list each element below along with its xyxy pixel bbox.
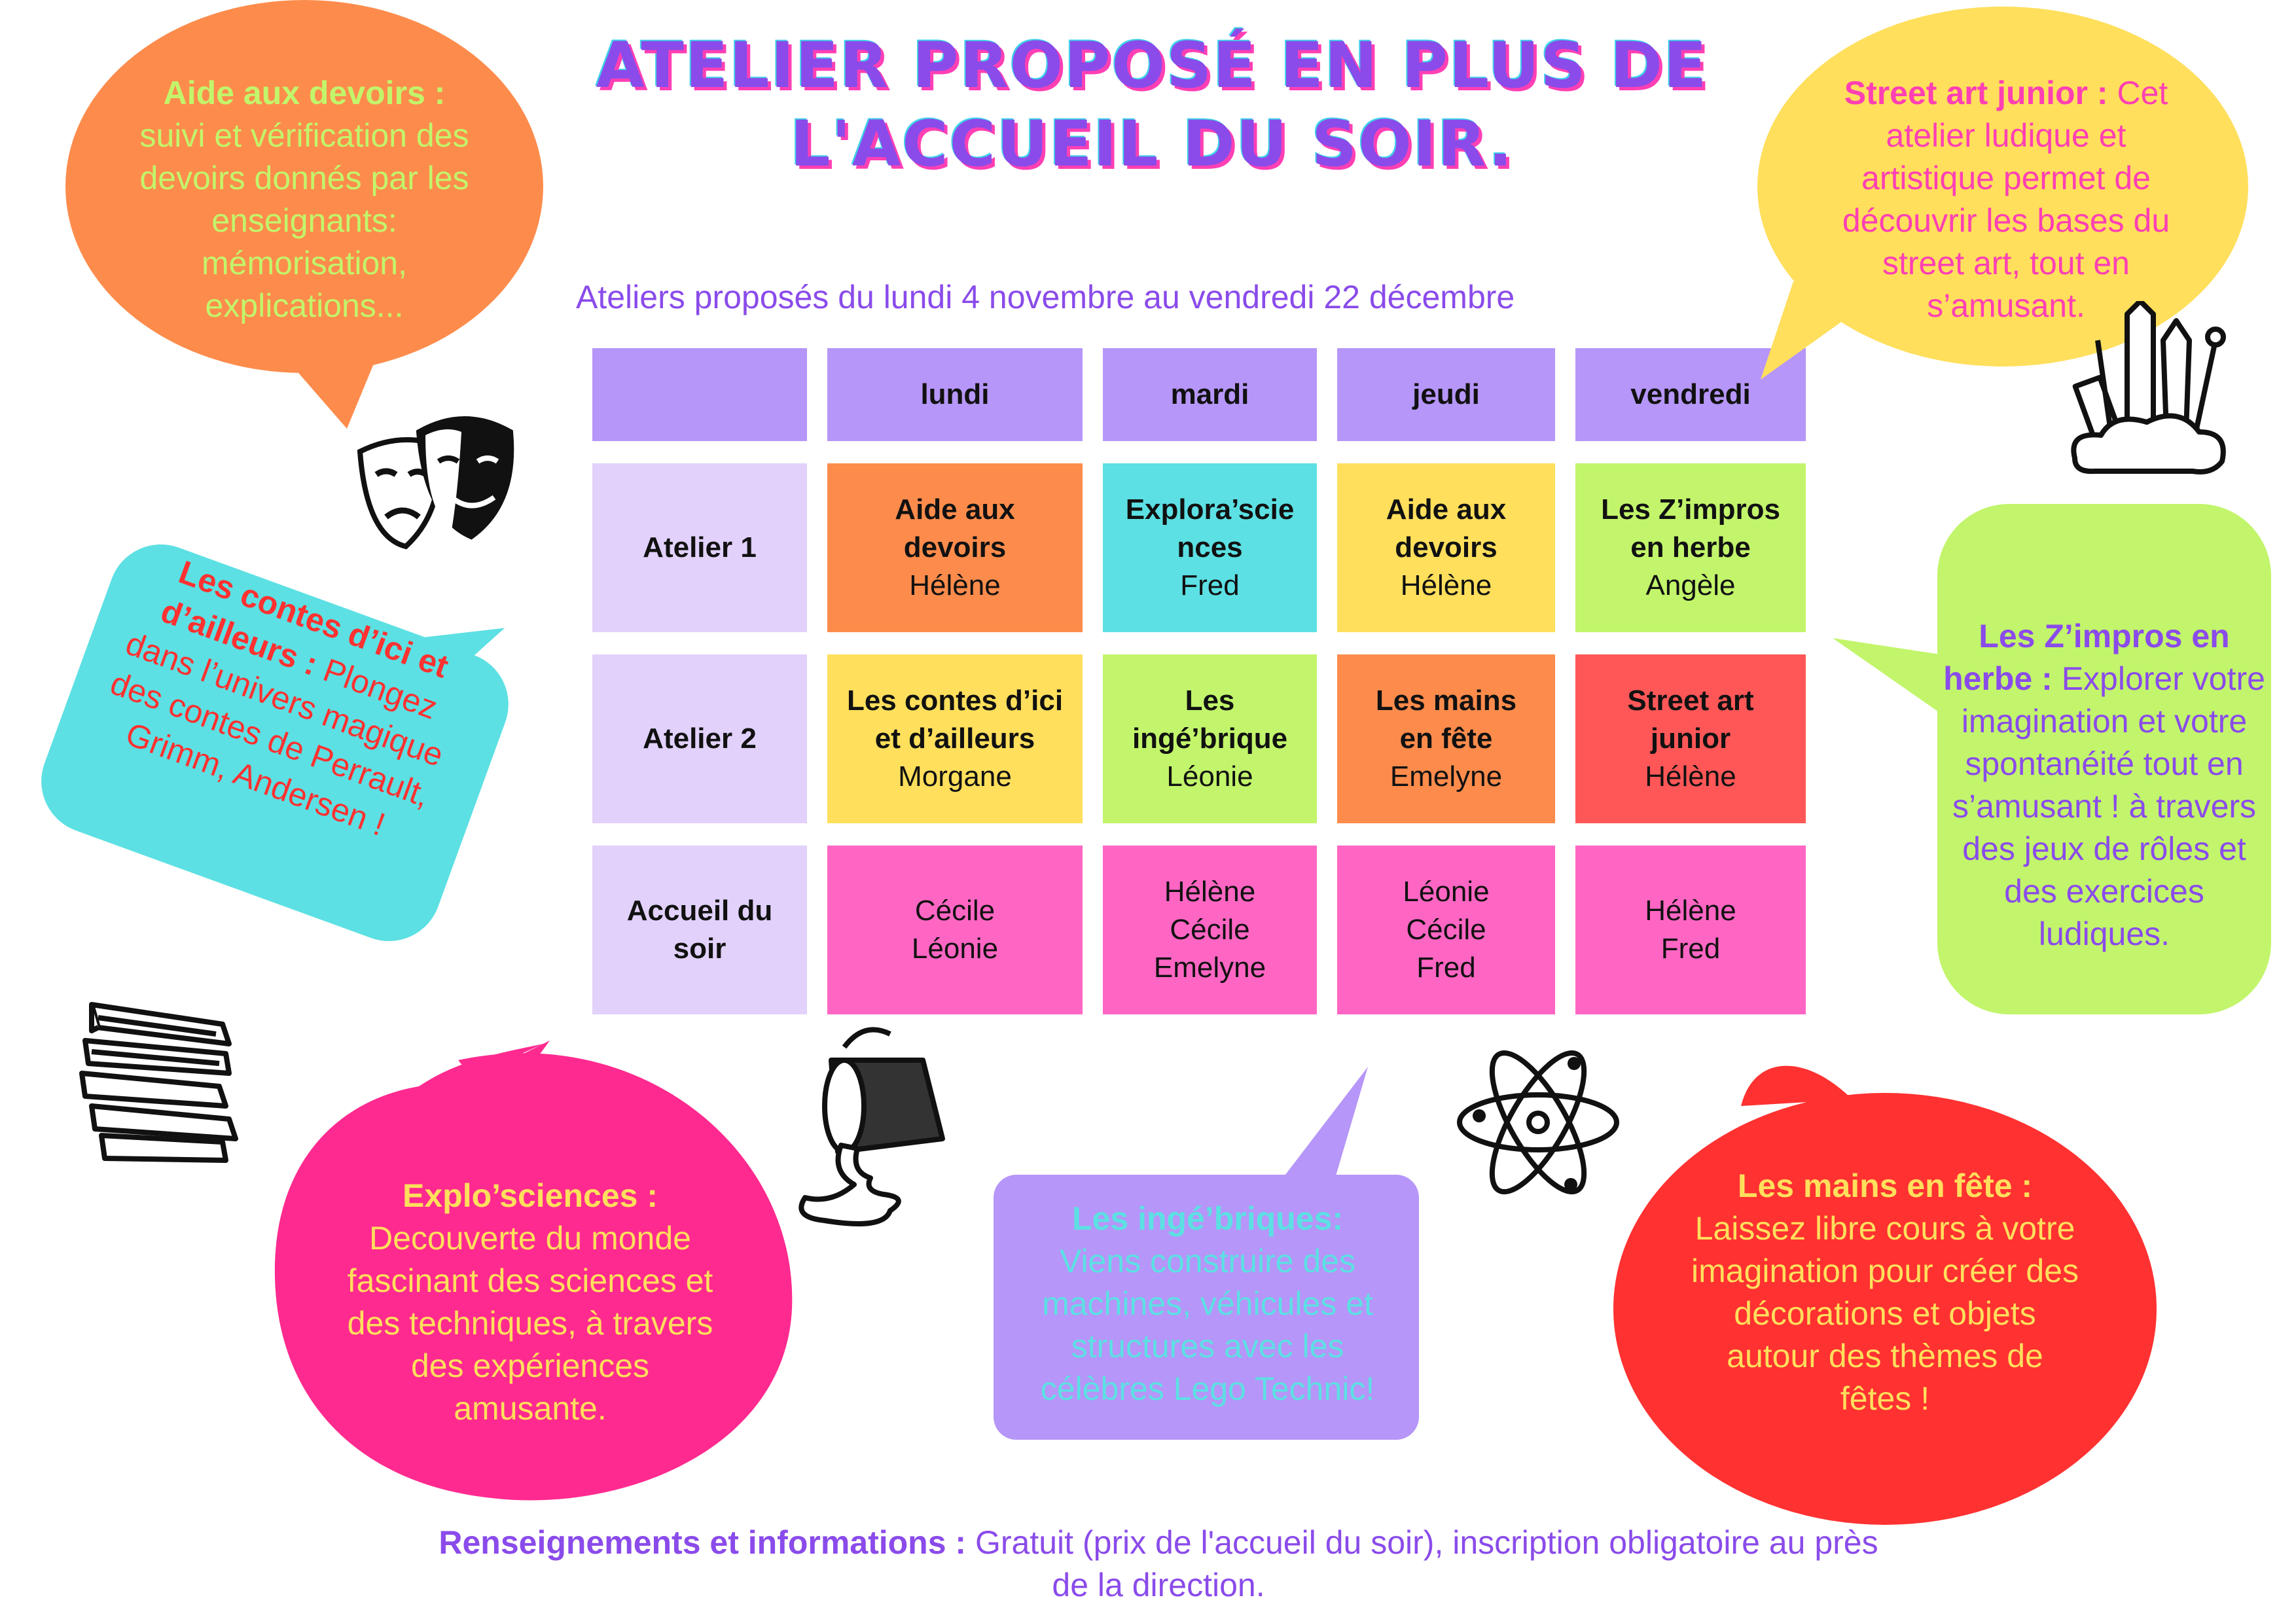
day-header-jeudi: jeudi bbox=[1337, 348, 1555, 441]
day-header-mardi: mardi bbox=[1103, 348, 1317, 441]
table-cell: Hélène Cécile Emelyne bbox=[1103, 846, 1317, 1014]
cell-person: Fred bbox=[1660, 933, 1721, 965]
table-cell: Les contes d’ici et d’ailleurs Morgane bbox=[827, 654, 1083, 823]
page-title: ATELIER PROPOSÉ EN PLUS DE L'ACCUEIL DU … bbox=[563, 26, 1741, 183]
books-icon bbox=[79, 1002, 238, 1163]
table-cell: Cécile Léonie bbox=[827, 846, 1083, 1014]
cell-person: Emelyne bbox=[1153, 952, 1266, 984]
bubble-street-shape bbox=[1757, 7, 2248, 380]
bubble-impros-text: Explorer votre imagination et votre spon… bbox=[1952, 660, 2265, 952]
bubble-impros-shape bbox=[1833, 504, 2271, 1014]
bubble-impros: Les Z’impros en herbe : Explorer votre i… bbox=[1937, 615, 2271, 955]
bubble-street-title: Street art junior : bbox=[1844, 75, 2108, 111]
atom-icon bbox=[1457, 1050, 1619, 1195]
table-cell: Street art junior Hélène bbox=[1575, 654, 1806, 823]
bubble-devoirs-text: suivi et vérification des devoirs donnés… bbox=[139, 117, 469, 324]
row-header-atelier-1: Atelier 1 bbox=[592, 463, 807, 632]
cell-activity: Les contes d’ici et d’ailleurs bbox=[846, 685, 1064, 755]
cell-activity: Aide aux devoirs bbox=[895, 493, 1015, 563]
cell-activity: Street art junior bbox=[1627, 685, 1754, 755]
cell-activity: Les ingé’brique bbox=[1132, 685, 1288, 755]
bubble-street: Street art junior : Cet atelier ludique … bbox=[1820, 72, 2193, 327]
cell-people: Morgane bbox=[898, 760, 1012, 793]
cell-activity: Les Z’impros en herbe bbox=[1601, 493, 1780, 563]
cell-people: Emelyne bbox=[1390, 760, 1503, 793]
footer-title: Renseignements et informations : bbox=[439, 1524, 967, 1561]
paint-bucket-icon bbox=[798, 1027, 945, 1226]
cell-person: Cécile bbox=[1406, 914, 1486, 946]
cell-person: Hélène bbox=[1164, 876, 1256, 908]
table-cell: Les ingé’brique Léonie bbox=[1103, 654, 1317, 823]
cell-people: Léonie bbox=[1166, 760, 1253, 793]
cell-person: Hélène bbox=[1645, 895, 1736, 927]
cell-person: Léonie bbox=[911, 933, 999, 965]
cell-person: Fred bbox=[1416, 952, 1476, 984]
bubble-sciences-title: Explo’sciences : bbox=[403, 1177, 658, 1214]
bubble-contes-shape bbox=[41, 544, 509, 942]
bubble-briques-shape bbox=[994, 1067, 1419, 1440]
bubble-mains-text: Laissez libre cours à votre imagination … bbox=[1691, 1210, 2079, 1417]
cell-people: Hélène bbox=[909, 569, 1001, 601]
footer-text: Gratuit (prix de l'accueil du soir), ins… bbox=[975, 1524, 1878, 1603]
theater-masks-icon bbox=[357, 416, 514, 550]
table-cell: Les mains en fête Emelyne bbox=[1337, 654, 1555, 823]
table-cell: Aide aux devoirs Hélène bbox=[827, 463, 1083, 632]
bubble-sciences-text: Decouverte du monde fascinant des scienc… bbox=[347, 1220, 713, 1427]
bubble-sciences: Explo’sciences : Decouverte du monde fas… bbox=[334, 1175, 726, 1430]
cell-person: Léonie bbox=[1403, 876, 1490, 908]
cell-people: Fred bbox=[1180, 569, 1240, 601]
cell-activity: Aide aux devoirs bbox=[1386, 493, 1507, 563]
cell-person: Cécile bbox=[914, 895, 996, 927]
cell-person: Cécile bbox=[1170, 914, 1250, 946]
bubble-briques-text: Viens construire des machines, véhicules… bbox=[1040, 1243, 1375, 1407]
table-cell: Les Z’impros en herbe Angèle bbox=[1575, 463, 1806, 632]
bubble-devoirs-title: Aide aux devoirs : bbox=[163, 75, 446, 111]
row-header-accueil-du-soir: Accueil du soir bbox=[592, 846, 807, 1014]
cell-activity: Explora’sciences bbox=[1125, 493, 1295, 563]
info-footer: Renseignements et informations : Gratuit… bbox=[419, 1522, 1898, 1607]
bubble-briques-title: Les ingé’briques: bbox=[1072, 1200, 1343, 1237]
bubble-street-text: Cet atelier ludique et artistique permet… bbox=[1842, 75, 2170, 324]
bubble-briques: Les ingé’briques: Viens construire des m… bbox=[1021, 1198, 1394, 1410]
table-cell: Léonie Cécile Fred bbox=[1337, 846, 1555, 1014]
bubble-devoirs-shape bbox=[65, 0, 543, 429]
table-corner-cell bbox=[592, 348, 807, 441]
table-cell: Explora’sciences Fred bbox=[1103, 463, 1317, 632]
bubble-sciences-shape bbox=[274, 1041, 793, 1501]
table-cell: Hélène Fred bbox=[1575, 846, 1806, 1014]
day-header-lundi: lundi bbox=[827, 348, 1083, 441]
cell-people: Hélène bbox=[1645, 760, 1736, 793]
cell-people: Hélène bbox=[1400, 569, 1492, 601]
bubble-mains-shape bbox=[1613, 1065, 2157, 1525]
table-cell: Aide aux devoirs Hélène bbox=[1337, 463, 1555, 632]
cell-people: Angèle bbox=[1645, 569, 1736, 601]
title-line-1: ATELIER PROPOSÉ EN PLUS DE bbox=[596, 29, 1708, 102]
bubble-mains-title: Les mains en fête : bbox=[1737, 1168, 2033, 1204]
title-line-2: L'ACCUEIL DU SOIR. bbox=[790, 107, 1514, 181]
bubble-devoirs: Aide aux devoirs : suivi et vérification… bbox=[108, 72, 501, 327]
cell-activity: Les mains en fête bbox=[1375, 685, 1517, 755]
row-header-atelier-2: Atelier 2 bbox=[592, 654, 807, 823]
schedule-subtitle: Ateliers proposés du lundi 4 novembre au… bbox=[576, 279, 1515, 315]
art-supplies-icon bbox=[2071, 301, 2226, 474]
bubble-mains: Les mains en fête : Laissez libre cours … bbox=[1689, 1165, 2081, 1420]
bubble-impros-title: Les Z’impros en herbe : bbox=[1943, 618, 2230, 697]
